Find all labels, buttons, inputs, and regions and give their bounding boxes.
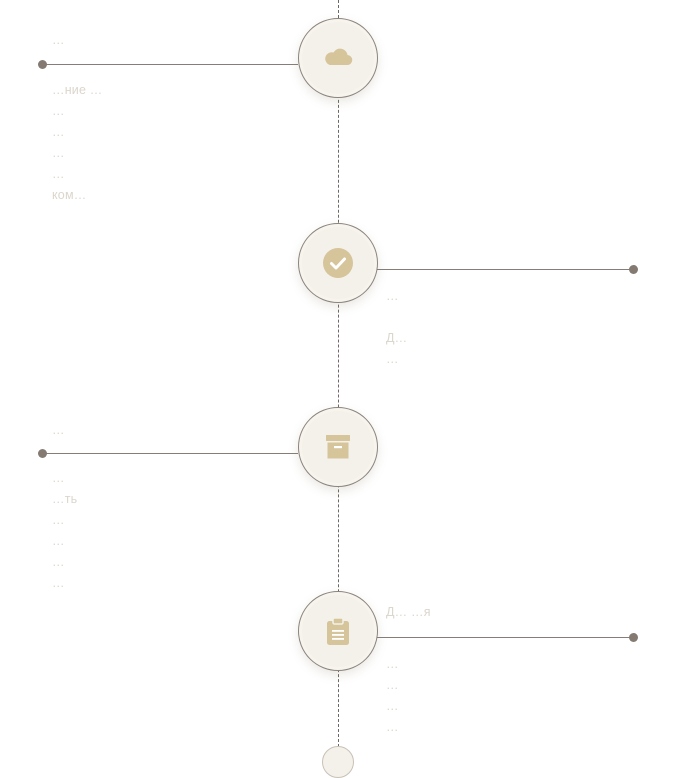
- item-1-body: …ние … … … … … ком…: [52, 83, 103, 202]
- item-1-text: …: [52, 33, 65, 47]
- item-3-connector: [42, 453, 298, 454]
- item-2-body: … Д… …: [386, 289, 408, 366]
- item-1-endpoint-dot: [38, 60, 47, 69]
- clipboard-icon: [327, 617, 349, 645]
- timeline-node-5-partial: [322, 746, 354, 778]
- item-4-endpoint-dot: [629, 633, 638, 642]
- timeline-node-2[interactable]: [298, 223, 378, 303]
- item-4-title: Д… …я: [386, 605, 431, 619]
- item-2-connector: [377, 269, 633, 270]
- item-4-connector: [377, 637, 633, 638]
- timeline-node-1[interactable]: [298, 18, 378, 98]
- item-2-endpoint-dot: [629, 265, 638, 274]
- timeline-spine: [338, 0, 339, 752]
- archive-box-icon: [326, 435, 350, 459]
- cloud-icon: [325, 48, 353, 66]
- item-4-body: … … … …: [386, 657, 399, 734]
- check-circle-icon: [323, 248, 353, 278]
- item-1-connector: [42, 64, 298, 65]
- item-3-endpoint-dot: [38, 449, 47, 458]
- item-3-text: …: [52, 423, 65, 437]
- item-3-body: … …ть … … … …: [52, 471, 78, 590]
- timeline-node-4[interactable]: [298, 591, 378, 671]
- timeline-node-3[interactable]: [298, 407, 378, 487]
